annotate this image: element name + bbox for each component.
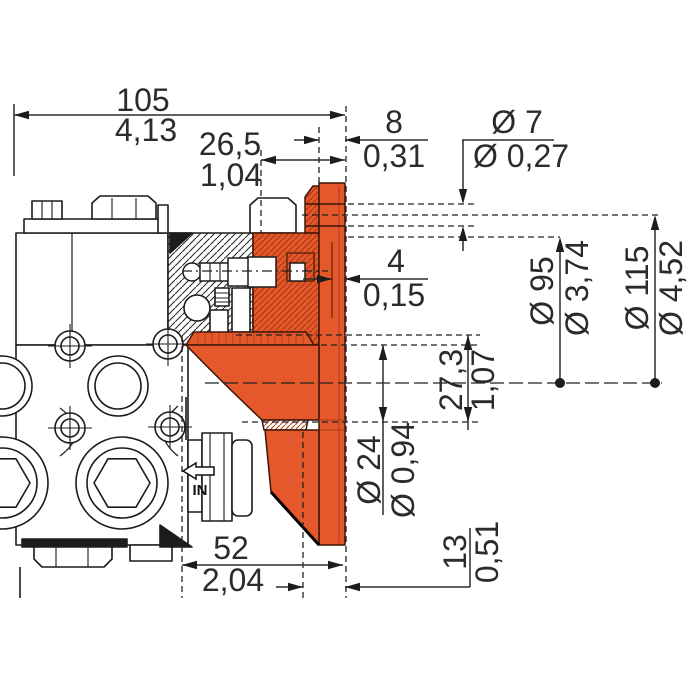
head-bolt-icon	[91, 195, 157, 220]
flange-bolt-section	[182, 252, 315, 288]
dim-115-inch: Ø 4,52	[653, 240, 689, 336]
dim-24-inch: Ø 0,94	[385, 422, 421, 518]
flange-skirt	[264, 429, 320, 546]
dim-95-mm: Ø 95	[524, 256, 560, 325]
dim-105-mm: 105	[116, 82, 169, 118]
crankcase	[15, 232, 169, 346]
bearing-ball	[183, 294, 211, 322]
dim-27-3-mm: 27,3	[433, 349, 469, 411]
dim-115-mm: Ø 115	[619, 246, 655, 331]
bottom-hex-nut	[33, 546, 113, 568]
dim-8-mm: 8	[385, 104, 403, 140]
dim-24-mm: Ø 24	[351, 435, 387, 504]
inlet-arrow-icon	[181, 461, 215, 481]
dim-105-inch: 4,13	[115, 112, 177, 148]
flange-plate	[318, 182, 346, 546]
dimension-27-3: 27,3 1,07	[433, 335, 501, 430]
dimension-24: Ø 24 Ø 0,94	[351, 345, 421, 518]
dimension-7: Ø 7 Ø 0,27	[458, 104, 569, 251]
dim-4-mm: 4	[387, 243, 405, 279]
dim-27-3-inch: 1,07	[465, 349, 501, 411]
dim-8-inch: 0,31	[363, 138, 425, 174]
head-bolt-icon	[249, 197, 297, 234]
dimension-8: 8 0,31	[294, 104, 428, 174]
dim-13-mm: 13	[437, 534, 473, 570]
dimension-52: 52 2,04	[182, 530, 343, 598]
dim-26-5-inch: 1,04	[200, 157, 262, 193]
head-bolt-icon	[31, 200, 63, 220]
inlet-port-indicator: IN	[181, 461, 215, 499]
flange-section-block	[252, 232, 320, 346]
dim-52-mm: 52	[213, 530, 249, 566]
dimension-105: 105 4,13	[13, 82, 345, 176]
dimension-4: 4 0,15	[303, 243, 428, 313]
hidden-lines	[181, 106, 662, 598]
dim-7-mm: Ø 7	[491, 104, 543, 140]
dimensions: 105 4,13 26,5 1,04 8 0,31 Ø 7	[13, 82, 689, 598]
dimension-115: Ø 115 Ø 4,52	[619, 215, 689, 388]
inlet-port-label: IN	[193, 482, 208, 499]
pump-body	[0, 195, 297, 598]
dim-95-inch: Ø 3,74	[559, 240, 595, 336]
dim-7-inch: Ø 0,27	[473, 138, 569, 174]
cover-screws	[48, 322, 192, 450]
mounting-flange	[185, 182, 346, 547]
dimension-95: Ø 95 Ø 3,74	[524, 237, 595, 388]
dim-13-inch: 0,51	[469, 521, 505, 583]
dimension-13: 13 0,51	[276, 521, 505, 592]
dim-52-inch: 2,04	[202, 562, 264, 598]
dim-4-inch: 0,15	[363, 277, 425, 313]
crankcase-top-rail	[23, 218, 163, 234]
dim-26-5-mm: 26,5	[199, 126, 261, 162]
dimension-26-5: 26,5 1,04	[199, 126, 345, 193]
